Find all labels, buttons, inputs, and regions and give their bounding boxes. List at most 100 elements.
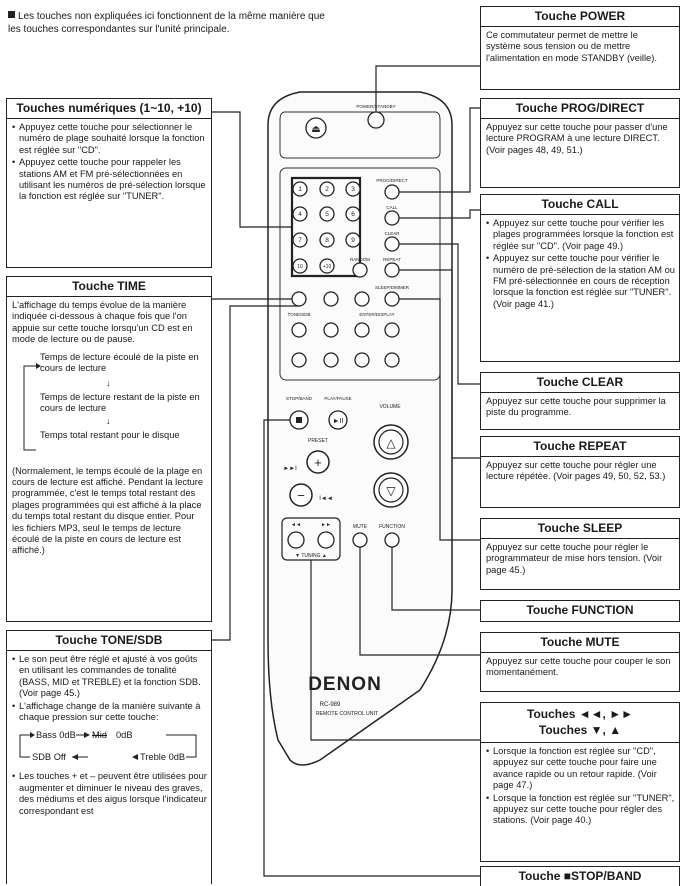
call-title: Touche CALL [481,195,679,215]
svg-text:◄◄: ◄◄ [291,522,301,528]
arrow-down-icon: ↓ [106,377,111,388]
tone-cycle-mid: Mid [92,730,107,741]
clear-title: Touche CLEAR [481,373,679,393]
number-key-label: 4 [298,211,302,218]
number-key-9 [345,232,361,248]
power-body: Ce commutateur permet de mettre le systè… [486,30,657,63]
number-key-label: 5 [325,211,329,218]
remote-label-volume: VOLUME [379,404,401,410]
svg-text:I◄◄: I◄◄ [319,496,333,502]
call-bullet-1: Appuyez sur cette touche pour vérifier l… [486,218,675,252]
number-key-plus10 [319,258,335,274]
clear-section: Touche CLEAR Appuyez sur cette touche po… [480,372,680,430]
svg-text:△: △ [386,436,396,450]
skip-title-line2: Touches ▼, ▲ [538,723,622,737]
number-key-6 [345,206,361,222]
tone-bullet-3: Les touches + et – peuvent être utilisée… [12,771,207,817]
remote-label-preset: PRESET [308,438,328,444]
number-key-5 [319,206,335,222]
remote-brand: DENON [308,674,382,695]
svg-text:⏏: ⏏ [311,124,320,135]
function-title: Touche FUNCTION [526,603,634,617]
number-key-label: 10 [297,264,303,270]
svg-text:−: − [297,488,305,503]
tone-cycle-sdb: SDB Off [32,752,66,763]
remote-label-tone: TONE/SDB [288,312,311,317]
time-step-1: Temps de lecture écoulé de la piste en c… [40,351,199,374]
stop-section: Touche ■STOP/BAND [480,866,680,886]
remote-label-random: RANDOM [350,257,370,262]
tone-cycle-treble: Treble 0dB [140,752,186,763]
number-key-2 [319,181,335,197]
call-bullet-2: Appuyez sur cette touche pour vérifier l… [486,253,675,310]
remote-label-enter: ENTER/DISPLAY [359,312,394,317]
time-intro: L'affichage du temps évolue de la manièr… [12,300,193,345]
tone-section: Touche TONE/SDB Le son peut être réglé e… [6,630,212,884]
numeric-bullet-2: Appuyez cette touche pour rappeler les s… [12,157,207,203]
time-note: (Normalement, le temps écoulé de la plag… [12,465,204,556]
remote-label-prog: PROG/DIRECT [376,178,408,183]
repeat-section: Touche REPEAT Appuyez sur cette touche p… [480,436,680,508]
time-step-3: Temps total restant pour le disque [40,429,180,440]
remote-label-function: FUNCTION [379,524,405,530]
number-key-1 [292,181,308,197]
skip-bullet-1: Lorsque la fonction est réglée sur "CD",… [486,746,675,792]
number-key-label: 7 [298,237,302,244]
remote-label-play: PLAY/PAUSE [324,396,351,401]
mute-section: Touche MUTE Appuyez sur cette touche pou… [480,632,680,692]
tone-title: Touche TONE/SDB [7,631,211,651]
svg-text:►►I: ►►I [283,466,297,472]
remote-unit: REMOTE CONTROL UNIT [316,711,379,717]
repeat-title: Touche REPEAT [481,437,679,457]
numeric-title: Touches numériques (1~10, +10) [7,99,211,119]
remote-label-clear: CLEAR [384,231,400,236]
tone-bullet-1: Le son peut être réglé et ajusté à vos g… [12,654,207,700]
tone-cycle-bass: Bass 0dB [36,730,76,741]
skip-section: Touches ◄◄, ►► Touches ▼, ▲ Lorsque la f… [480,702,680,862]
arrow-down-icon: ↓ [106,415,111,426]
numeric-bullet-1: Appuyez cette touche pour sélectionner l… [12,122,207,156]
numeric-section: Touches numériques (1~10, +10) Appuyez c… [6,98,212,268]
remote-label-sleep: SLEEP/DIMMER [375,285,410,290]
number-key-7 [292,232,308,248]
eject-button [305,117,327,139]
number-key-8 [319,232,335,248]
time-title: Touche TIME [7,277,211,297]
tone-cycle-arrows [19,732,197,761]
prog-body: Appuyez sur cette touche pour passer d'u… [486,122,668,155]
time-step-2: Temps de lecture restant de la piste en … [40,391,200,414]
number-key-label: 2 [325,186,329,193]
intro-text: Les touches non expliquées ici fonctionn… [8,11,325,35]
remote-label-call: CALL [386,205,398,210]
stop-title: Touche ■STOP/BAND [518,869,642,883]
mute-body: Appuyez sur cette touche pour couper le … [486,656,671,678]
power-button [367,111,385,129]
number-key-label: 3 [351,186,355,193]
prog-title: Touche PROG/DIRECT [481,99,679,119]
power-section: Touche POWER Ce commutateur permet de me… [480,6,680,90]
clear-body: Appuyez sur cette touche pour supprimer … [486,396,666,418]
remote-label-tuning: ▼ TUNING ▲ [295,553,327,559]
svg-text:►►: ►► [321,522,331,528]
number-key-3 [345,181,361,197]
number-key-label: 6 [351,211,355,218]
sleep-section: Touche SLEEP Appuyez sur cette touche po… [480,518,680,590]
prog-section: Touche PROG/DIRECT Appuyez sur cette tou… [480,98,680,188]
number-key-10 [292,258,308,274]
time-cycle-diagram: Temps de lecture écoulé de la piste en c… [18,352,207,460]
skip-bullet-2: Lorsque la fonction est réglée sur "TUNE… [486,793,675,827]
skip-title-line1: Touches ◄◄, ►► [527,707,633,721]
svg-text:▽: ▽ [386,484,396,498]
tone-cycle-diagram: Bass 0dB Mid 0dB SDB Off Treble 0dB [16,727,207,767]
svg-text:+: + [314,455,322,470]
time-cycle-arrows [23,362,41,451]
repeat-body: Appuyez sur cette touche pour régler une… [486,460,666,482]
skip-title: Touches ◄◄, ►► Touches ▼, ▲ [481,703,679,743]
call-section: Touche CALL Appuyez sur cette touche pou… [480,194,680,362]
function-section: Touche FUNCTION [480,600,680,622]
number-key-label: 9 [351,237,355,244]
time-section: Touche TIME L'affichage du temps évolue … [6,276,212,622]
number-key-label: +10 [323,264,332,270]
remote-label-mute: MUTE [353,524,368,530]
